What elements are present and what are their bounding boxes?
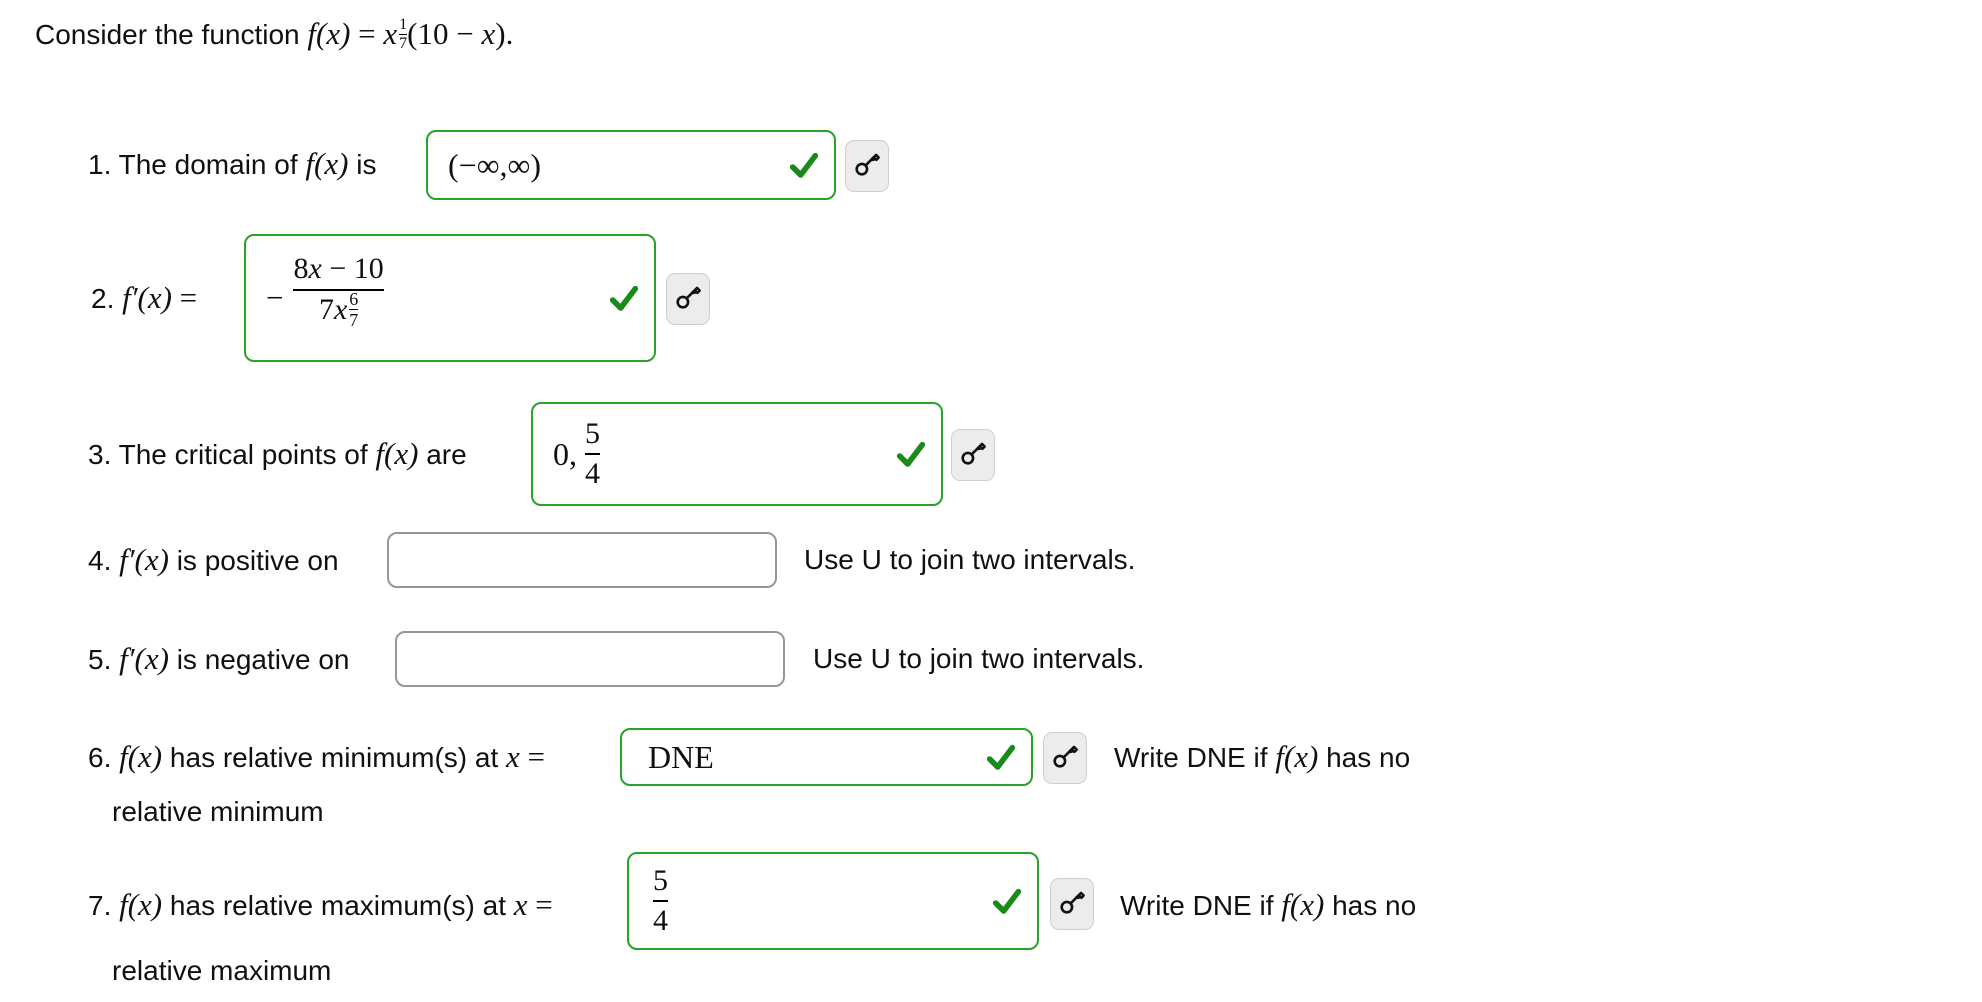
q2-show-answer-button[interactable] (666, 273, 710, 325)
q7-note: Write DNE if f(x) has no (1120, 887, 1417, 922)
q6-show-answer-button[interactable] (1043, 732, 1087, 784)
q4-label: 4. f′(x) is positive on (88, 542, 339, 577)
q5-hint: Use U to join two intervals. (813, 643, 1145, 674)
fraction-bar (399, 34, 408, 35)
key-icon (675, 283, 702, 315)
q7-note-fx: f(x) (1281, 887, 1325, 922)
q6-note-fx: f(x) (1275, 739, 1319, 774)
q1-answer-input[interactable]: (−∞,∞) (426, 130, 836, 200)
q6-answer-input[interactable]: DNE (620, 728, 1033, 786)
q7-xvar: x (513, 887, 528, 922)
q3-show-answer-button[interactable] (951, 429, 995, 481)
title-tail-open: (10 − (407, 16, 482, 51)
correct-check-icon (985, 741, 1019, 773)
q6-note: Write DNE if f(x) has no (1114, 739, 1411, 774)
q6-answer-value: DNE (648, 738, 714, 775)
q6-eq: = (519, 739, 546, 774)
q7-show-answer-button[interactable] (1050, 878, 1094, 930)
key-icon (960, 439, 987, 471)
q2-label: 2. f′(x) = (91, 280, 198, 315)
title-text: Consider the function (35, 19, 308, 50)
correct-check-icon (788, 149, 822, 181)
q3-fx: f(x) (375, 436, 419, 471)
q1-show-answer-button[interactable] (845, 140, 889, 192)
q3-answer-value: 0, 5 4 (553, 416, 600, 491)
q7-label: 7. f(x) has relative maximum(s) at x = (88, 887, 553, 922)
q2-numerator: 8x − 10 (293, 252, 384, 286)
q3-answer-input[interactable]: 0, 5 4 (531, 402, 943, 506)
q3-first-value: 0, (553, 435, 577, 472)
key-icon (854, 150, 881, 182)
q6-xvar: x (506, 739, 520, 774)
q7-fx: f(x) (111, 887, 163, 922)
fraction-bar (653, 900, 668, 902)
title-fx: f(x) (307, 16, 351, 51)
fraction-bar (349, 308, 359, 310)
q1-label: 1. The domain of f(x) is (88, 146, 377, 181)
fraction-bar (293, 288, 384, 291)
q7-answer-input[interactable]: 5 4 (627, 852, 1039, 950)
title-base-x: x (383, 16, 398, 51)
correct-check-icon (991, 885, 1025, 917)
q4-fprime: f′(x) (111, 542, 169, 577)
title-tail-close: ). (495, 16, 514, 51)
q7-note-line2: relative maximum (112, 955, 332, 986)
correct-check-icon (608, 282, 642, 314)
q4-answer-input[interactable] (387, 532, 777, 588)
q7-eq: = (527, 887, 553, 922)
title-eq: = (350, 16, 384, 51)
q1-fx: f(x) (305, 146, 349, 181)
q5-fprime: f′(x) (111, 641, 169, 676)
q6-fx: f(x) (111, 739, 163, 774)
q2-eq: = (171, 280, 198, 315)
title-tail-x: x (481, 16, 496, 51)
q4-hint: Use U to join two intervals. (804, 544, 1136, 575)
q1-answer-value: (−∞,∞) (448, 146, 541, 183)
key-icon (1059, 888, 1086, 920)
q5-label: 5. f′(x) is negative on (88, 641, 350, 676)
q3-fraction: 5 4 (585, 416, 600, 490)
q6-label: 6. f(x) has relative minimum(s) at x = (88, 739, 546, 774)
q5-answer-input[interactable] (395, 631, 785, 687)
q6-note-line2: relative minimum (112, 796, 324, 827)
fraction-bar (585, 453, 600, 455)
q2-leading-minus: − (266, 279, 284, 315)
correct-check-icon (895, 438, 929, 470)
q7-fraction: 5 4 (653, 863, 668, 937)
q3-label: 3. The critical points of f(x) are (88, 436, 467, 471)
key-icon (1052, 742, 1079, 774)
q2-fprime: f′(x) (114, 280, 172, 315)
